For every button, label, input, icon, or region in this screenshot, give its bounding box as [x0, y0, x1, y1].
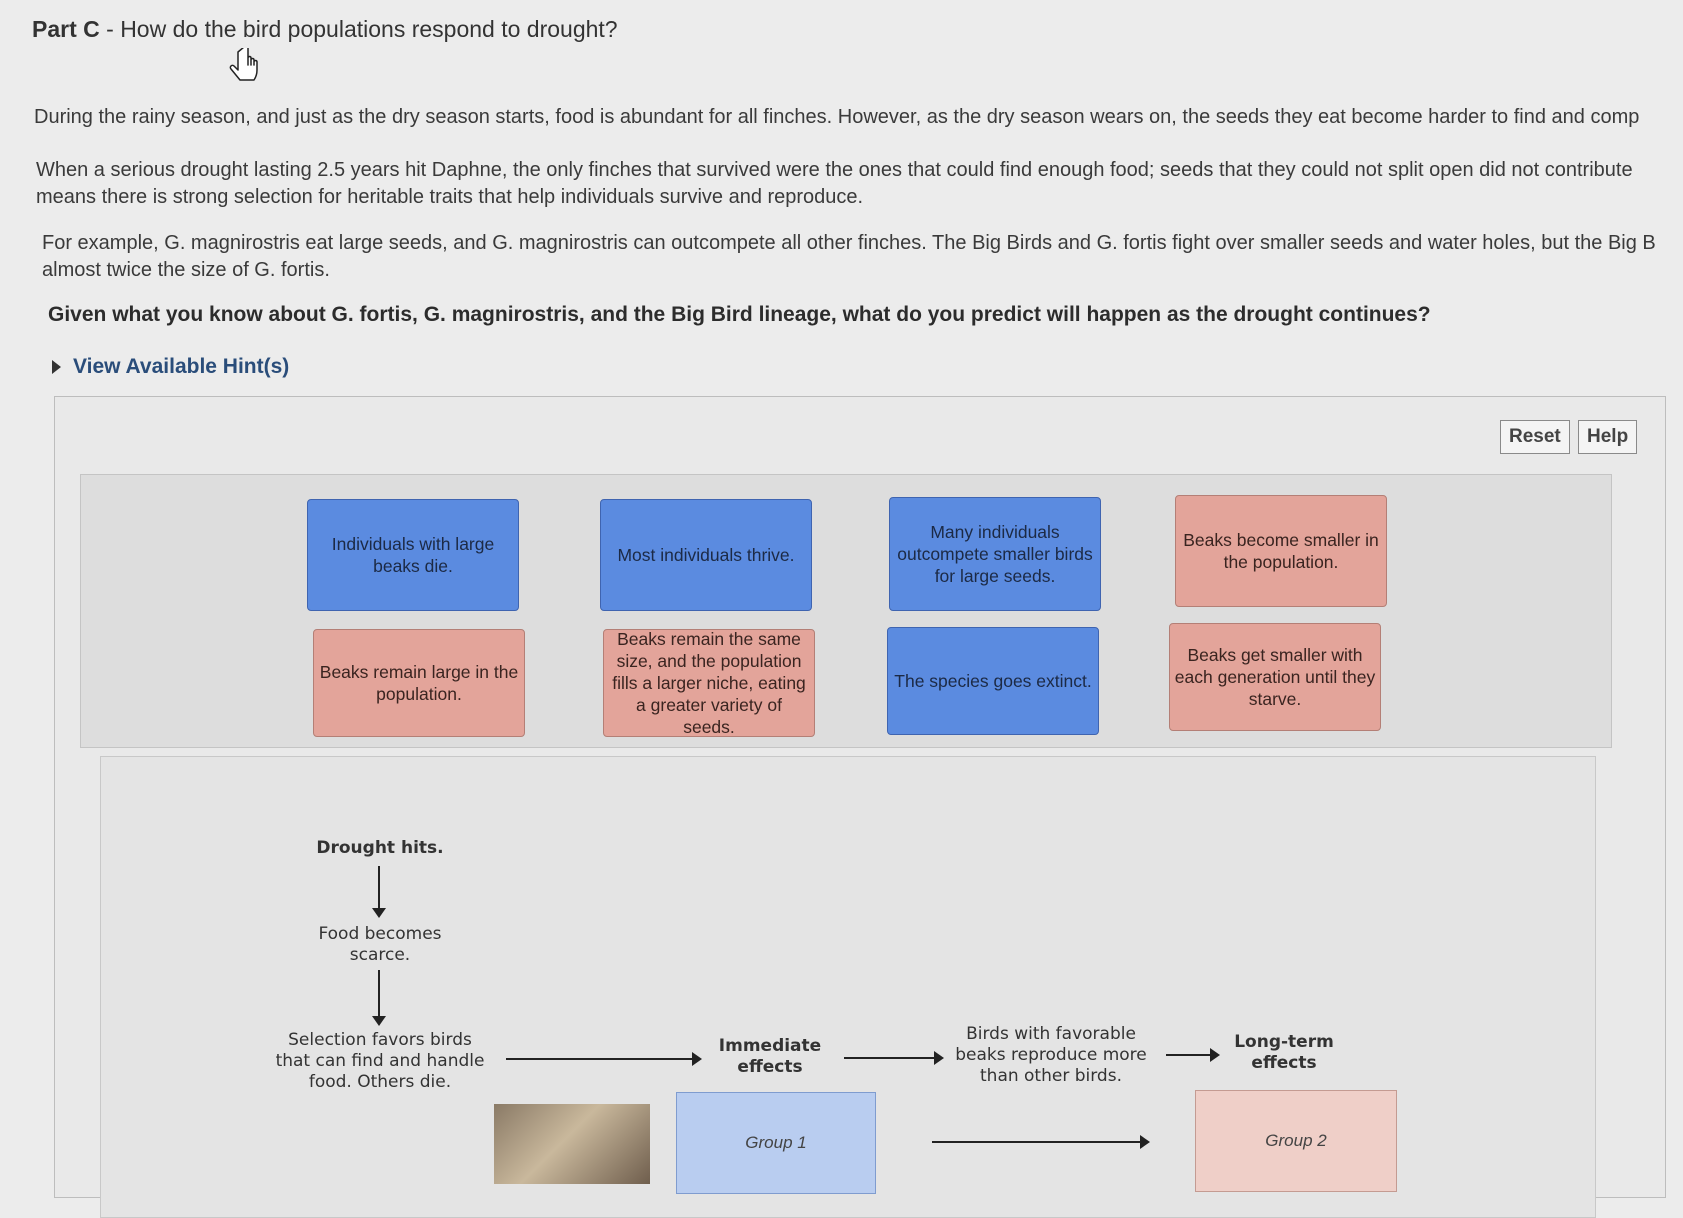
tile-beaks-smaller-starve[interactable]: Beaks get smaller with each generation u…: [1169, 623, 1381, 731]
drought-paragraph: When a serious drought lasting 2.5 years…: [36, 157, 1633, 211]
example-paragraph-line2: almost twice the size of G. fortis.: [42, 259, 330, 281]
view-hints-label: View Available Hint(s): [73, 355, 290, 378]
arrow-right-icon: [1166, 1048, 1220, 1062]
tile-beaks-smaller[interactable]: Beaks become smaller in the population.: [1175, 495, 1387, 607]
part-title-text: - How do the bird populations respond to…: [99, 16, 618, 42]
reset-button[interactable]: Reset: [1500, 420, 1570, 454]
finch-photo: [494, 1104, 650, 1184]
tile-outcompete-smaller[interactable]: Many individuals outcompete smaller bird…: [889, 497, 1101, 611]
arrow-right-icon: [506, 1052, 702, 1066]
intro-paragraph: During the rainy season, and just as the…: [34, 106, 1640, 128]
tile-most-thrive[interactable]: Most individuals thrive.: [600, 499, 812, 611]
arrow-down-icon: [372, 970, 386, 1026]
flow-food-scarce: Food becomes scarce.: [318, 924, 442, 965]
flow-immediate-effects: Immediate effects: [718, 1036, 822, 1077]
flow-selection-favors: Selection favors birds that can find and…: [275, 1030, 485, 1092]
drought-paragraph-line1: When a serious drought lasting 2.5 years…: [36, 159, 1633, 181]
drop-zone-group1[interactable]: Group 1: [676, 1092, 876, 1194]
tile-beaks-same-size[interactable]: Beaks remain the same size, and the popu…: [603, 629, 815, 737]
example-paragraph-line1: For example, G. magnirostris eat large s…: [42, 232, 1656, 254]
tile-bank: Individuals with large beaks die. Most i…: [80, 474, 1612, 748]
arrow-down-icon: [372, 866, 386, 918]
flow-long-term-effects: Long-term effects: [1234, 1032, 1334, 1073]
question-text: Given what you know about G. fortis, G. …: [48, 303, 1431, 326]
drought-paragraph-line2: means there is strong selection for heri…: [36, 186, 864, 208]
flow-reproduce-more: Birds with favorable beaks reproduce mor…: [955, 1024, 1147, 1086]
arrow-right-icon: [932, 1135, 1150, 1149]
flow-drought-hits: Drought hits.: [316, 838, 444, 858]
hand-pointer-icon: [229, 48, 258, 81]
view-hints-toggle[interactable]: View Available Hint(s): [52, 355, 289, 379]
part-label: Part C: [32, 16, 100, 42]
tile-species-extinct[interactable]: The species goes extinct.: [887, 627, 1099, 735]
tile-large-beaks-die[interactable]: Individuals with large beaks die.: [307, 499, 519, 611]
example-paragraph: For example, G. magnirostris eat large s…: [42, 230, 1656, 284]
part-title: Part C - How do the bird populations res…: [32, 16, 618, 43]
help-button[interactable]: Help: [1578, 420, 1638, 454]
arrow-right-icon: [844, 1051, 944, 1065]
caret-right-icon: [52, 360, 61, 374]
tile-beaks-remain-large[interactable]: Beaks remain large in the population.: [313, 629, 525, 737]
drop-zone-group2[interactable]: Group 2: [1195, 1090, 1397, 1192]
